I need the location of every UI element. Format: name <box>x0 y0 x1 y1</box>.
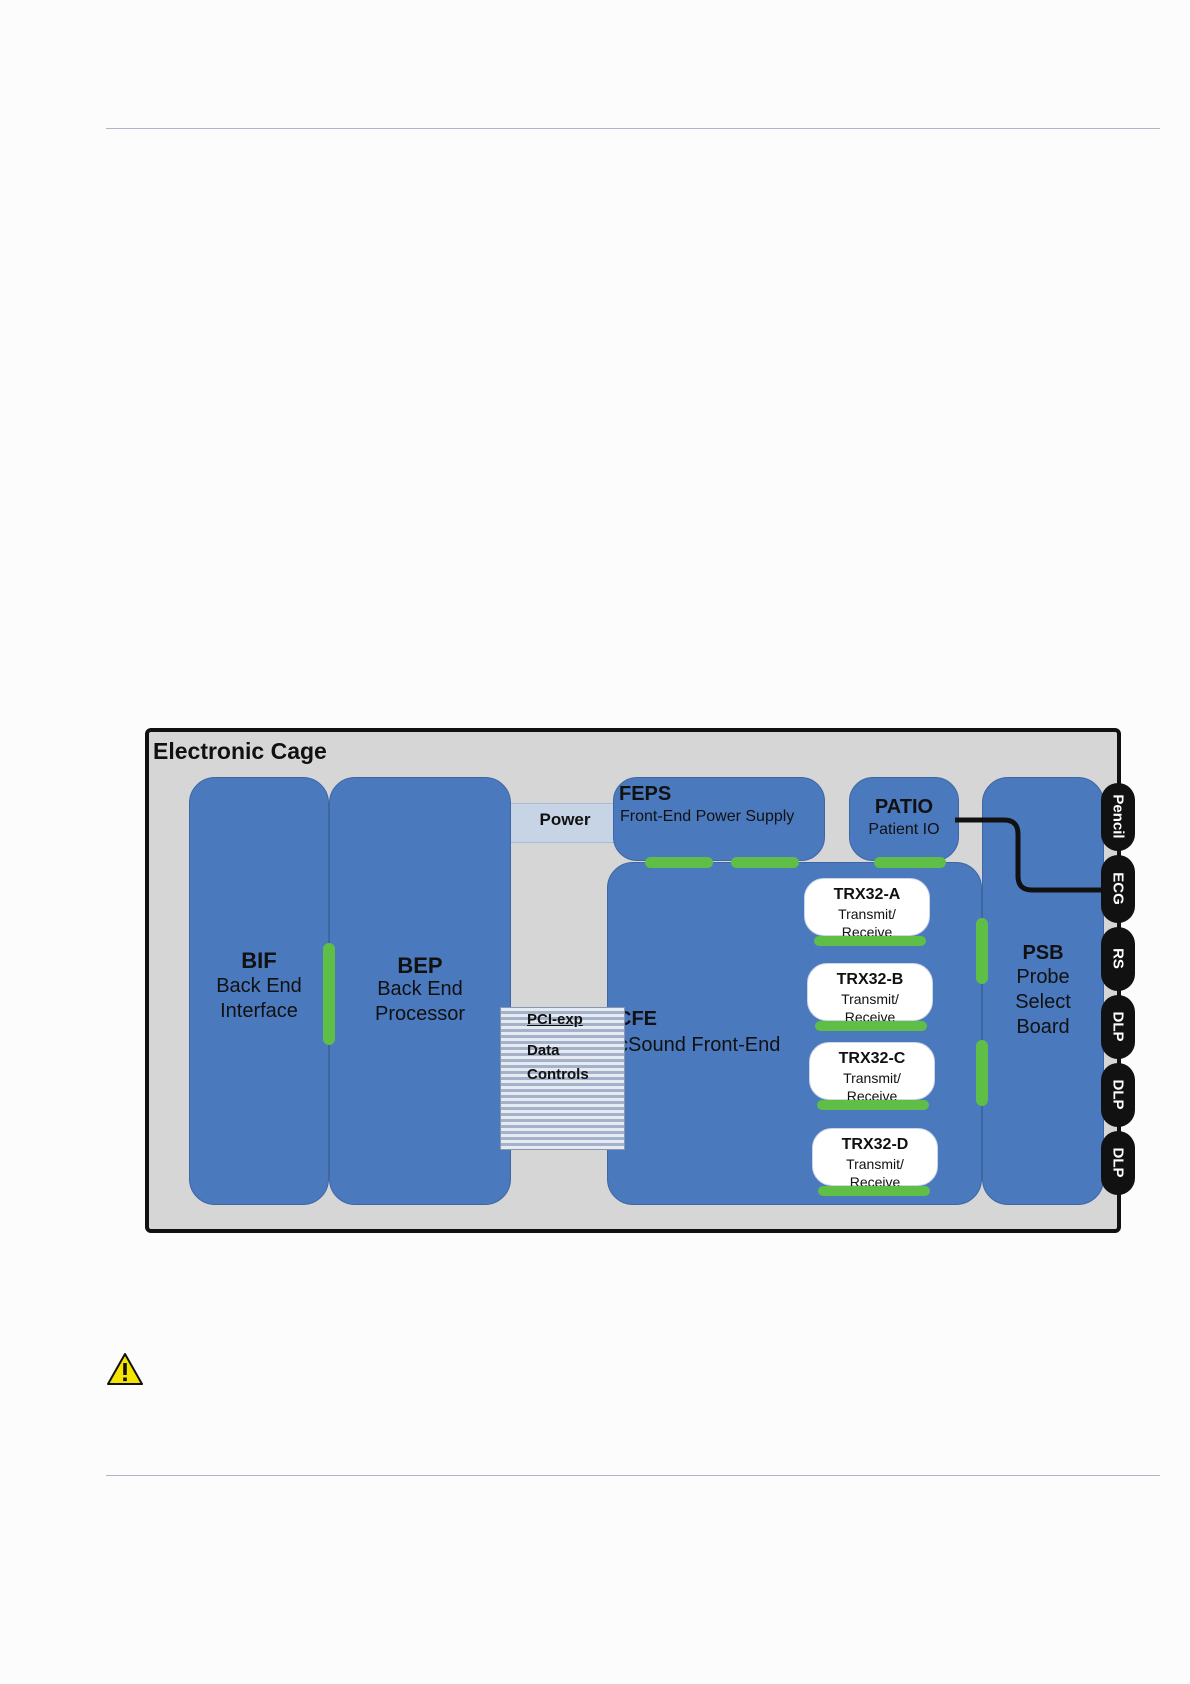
trx32-d-line1: Transmit/ <box>846 1156 904 1172</box>
bep-desc-line2: Processor <box>374 1003 466 1025</box>
bep-block <box>329 777 511 1205</box>
power-label: Power <box>539 810 591 829</box>
warning-triangle-icon <box>107 1353 143 1385</box>
patio-abbr: PATIO <box>874 796 934 818</box>
trx32-d-board: TRX32-D Transmit/ Receive <box>812 1128 938 1190</box>
pci-data-label: Data <box>527 1042 560 1059</box>
connector-rs: RS <box>1101 927 1135 991</box>
patio-cfe-connector <box>874 857 946 868</box>
trx32-d-connector <box>818 1186 930 1196</box>
footer-rule <box>106 1475 1160 1476</box>
pci-label: PCI-exp <box>527 1011 583 1028</box>
psb-desc-line1: Probe <box>1016 966 1070 988</box>
cfe-desc: cSound Front-End <box>618 1034 781 1056</box>
connector-dlp-2-label: DLP <box>1109 1079 1127 1110</box>
psb-desc-line3: Board <box>1016 1016 1070 1038</box>
cage-title: Electronic Cage <box>153 738 327 764</box>
connector-pencil: Pencil <box>1101 783 1135 851</box>
bif-bep-connector <box>323 943 335 1045</box>
connector-rs-label: RS <box>1109 948 1127 969</box>
connector-ecg-label: ECG <box>1109 872 1127 905</box>
header-rule <box>106 128 1160 129</box>
trx32-b-line1: Transmit/ <box>841 991 899 1007</box>
trx32-b-connector <box>815 1021 927 1031</box>
connector-dlp-3-label: DLP <box>1109 1147 1127 1178</box>
trx32-c-line1: Transmit/ <box>843 1070 901 1086</box>
connector-ecg: ECG <box>1101 855 1135 923</box>
connector-pencil-label: Pencil <box>1109 794 1127 839</box>
feps-desc: Front-End Power Supply <box>620 808 795 825</box>
power-bus <box>511 803 619 843</box>
bif-block <box>189 777 329 1205</box>
connector-dlp-2: DLP <box>1101 1063 1135 1127</box>
trx32-b-board: TRX32-B Transmit/ Receive <box>807 963 933 1025</box>
bep-abbr: BEP <box>397 953 443 978</box>
feps-abbr: FEPS <box>619 783 672 805</box>
trx32-d-name: TRX32-D <box>841 1136 909 1153</box>
bif-desc-line2: Interface <box>220 1000 298 1022</box>
trx32-b-name: TRX32-B <box>836 971 904 988</box>
bep-desc-line1: Back End <box>377 978 463 1000</box>
trx32-a-name: TRX32-A <box>833 886 901 903</box>
pci-exp-bus <box>500 1007 625 1150</box>
trx32-a-line1: Transmit/ <box>838 906 896 922</box>
connector-dlp-3: DLP <box>1101 1131 1135 1195</box>
feps-cfe-connector-2 <box>731 857 799 868</box>
patio-block <box>849 777 959 861</box>
trx32-c-connector <box>817 1100 929 1110</box>
psb-abbr: PSB <box>1022 942 1064 964</box>
connector-dlp-1: DLP <box>1101 995 1135 1059</box>
cfe-psb-connector-2 <box>976 1040 988 1106</box>
trx32-a-connector <box>814 936 926 946</box>
bif-desc-line1: Back End <box>216 975 302 997</box>
patio-desc: Patient IO <box>868 821 940 838</box>
feps-block <box>613 777 825 861</box>
cfe-abbr: CFE <box>617 1008 657 1030</box>
feps-cfe-connector-1 <box>645 857 713 868</box>
cfe-psb-connector-1 <box>976 918 988 984</box>
trx32-c-board: TRX32-C Transmit/ Receive <box>809 1042 935 1104</box>
trx32-a-board: TRX32-A Transmit/ Receive <box>804 878 930 940</box>
pci-controls-label: Controls <box>527 1066 589 1083</box>
psb-desc-line2: Select <box>1015 991 1071 1013</box>
trx32-c-name: TRX32-C <box>838 1050 906 1067</box>
connector-dlp-1-label: DLP <box>1109 1011 1127 1042</box>
bif-abbr: BIF <box>241 948 277 973</box>
